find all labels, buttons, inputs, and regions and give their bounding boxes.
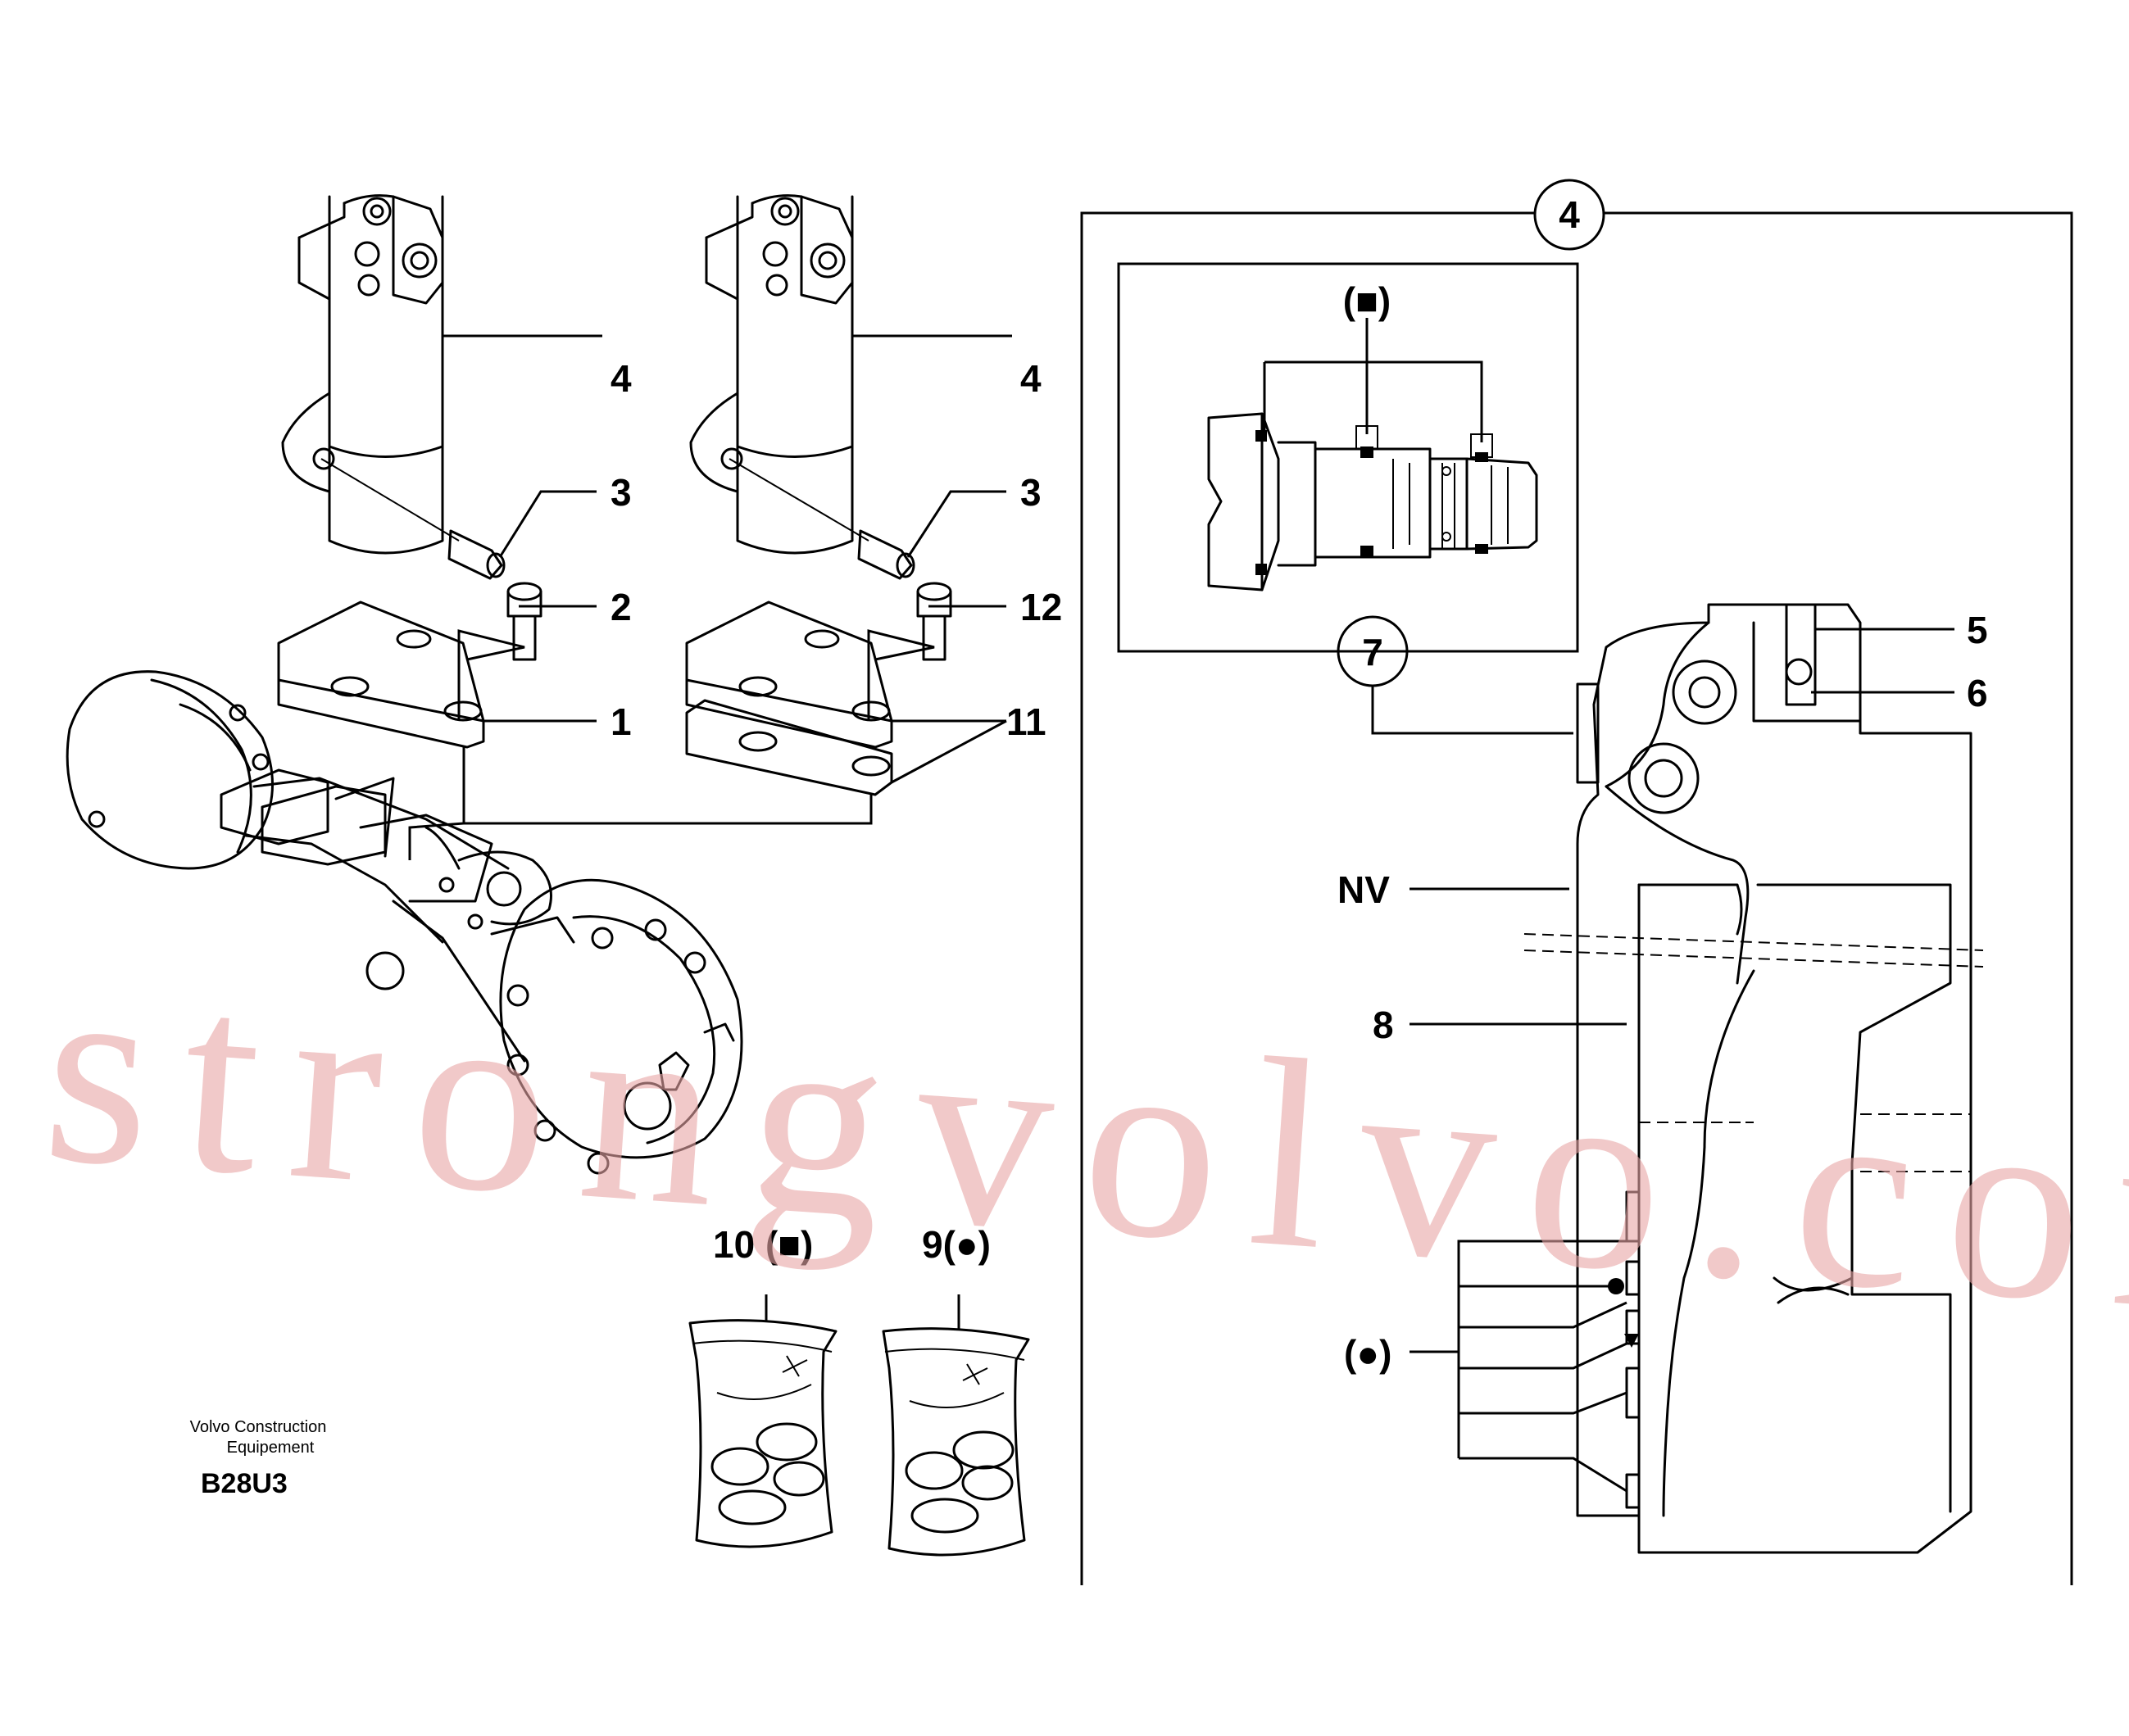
- callout-4-detail: 4: [1559, 193, 1580, 236]
- cylinder-left: [281, 194, 460, 555]
- callout-3-left: 3: [611, 471, 632, 514]
- mounting-plates-11: [685, 601, 893, 796]
- callout-11: 11: [1006, 700, 1046, 743]
- callout-1: 1: [611, 700, 632, 743]
- bolt-12: [916, 582, 952, 661]
- publisher-line-1: Volvo Construction: [190, 1418, 327, 1436]
- axle-assembly: [66, 670, 743, 1175]
- leader-lines-left: [408, 334, 1012, 860]
- callout-8: 8: [1373, 1004, 1394, 1046]
- callout-4-middle: 4: [1020, 357, 1042, 400]
- callout-12: 12: [1020, 586, 1062, 628]
- square-marker-inset: (■): [1343, 279, 1391, 322]
- mounting-plate-1: [277, 601, 485, 749]
- cap-screw-left: [447, 529, 506, 580]
- seal-kit-bag-9: [882, 1327, 1030, 1557]
- cylinder-middle: [689, 194, 869, 555]
- callout-kit-9: 9(●): [922, 1223, 991, 1266]
- callout-5: 5: [1967, 609, 1988, 651]
- leader-lines-detail: [1409, 628, 1954, 1493]
- bolt-2: [506, 582, 542, 661]
- inset-valve-detail: [1117, 262, 1579, 653]
- callout-3-middle: 3: [1020, 471, 1042, 514]
- leader-7: [1371, 686, 1573, 735]
- callout-nv: NV: [1337, 868, 1390, 911]
- cap-screw-middle: [857, 529, 915, 580]
- callout-6: 6: [1967, 672, 1988, 714]
- callout-7: 7: [1362, 631, 1383, 673]
- callout-kit-10: 10 (■): [713, 1223, 813, 1266]
- seal-kit-bag-10: [688, 1319, 838, 1548]
- detail-frame: [1080, 179, 2073, 1585]
- figure-code: B28U3: [201, 1468, 288, 1499]
- valve-body-section: [1523, 603, 1984, 1554]
- callout-4-left: 4: [611, 357, 632, 400]
- dot-marker-detail: (●): [1344, 1332, 1391, 1375]
- callout-2: 2: [611, 586, 632, 628]
- publisher-line-2: Equipement: [227, 1439, 315, 1457]
